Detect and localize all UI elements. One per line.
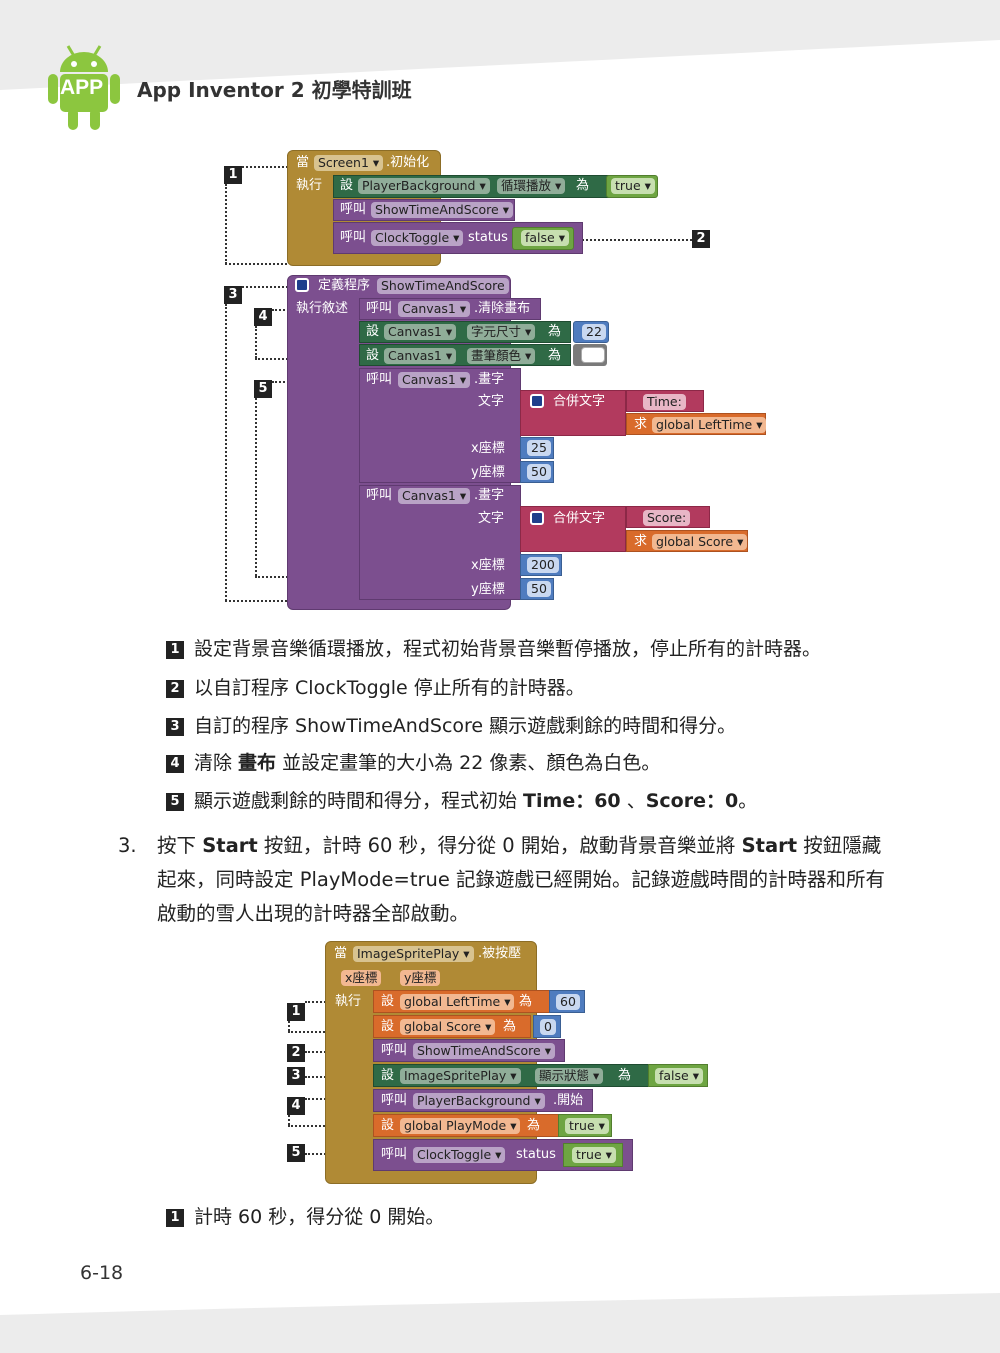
callout-3: 3 (287, 1067, 305, 1085)
callout-5: 5 (287, 1144, 305, 1162)
callout-5: 5 (254, 380, 272, 398)
header-title: App Inventor 2 初學特訓班 (137, 78, 412, 102)
mutator-gear-icon[interactable] (295, 278, 309, 292)
callout-3: 3 (224, 286, 242, 304)
callout-2: 2 (287, 1044, 305, 1062)
callout-4: 4 (254, 308, 272, 326)
logo-text: APP (60, 76, 104, 99)
callout-1: 1 (287, 1003, 305, 1021)
callout-4: 4 (287, 1097, 305, 1115)
step-number: 3. (118, 834, 137, 857)
component-dropdown[interactable]: Screen1 ▾ (314, 155, 384, 171)
page-number: 6-18 (80, 1262, 124, 1284)
footer-band (0, 1293, 1000, 1353)
callout-2: 2 (692, 230, 710, 248)
color-swatch-white[interactable] (581, 347, 605, 363)
android-logo-icon (48, 45, 120, 130)
join-gear-icon[interactable] (530, 511, 544, 525)
callout-1: 1 (224, 166, 242, 184)
header-band (0, 0, 1000, 90)
join-gear-icon[interactable] (530, 394, 544, 408)
step-3-paragraph: 按下 Start 按鈕，計時 60 秒，得分從 0 開始，啟動背景音樂並將 St… (157, 834, 886, 925)
